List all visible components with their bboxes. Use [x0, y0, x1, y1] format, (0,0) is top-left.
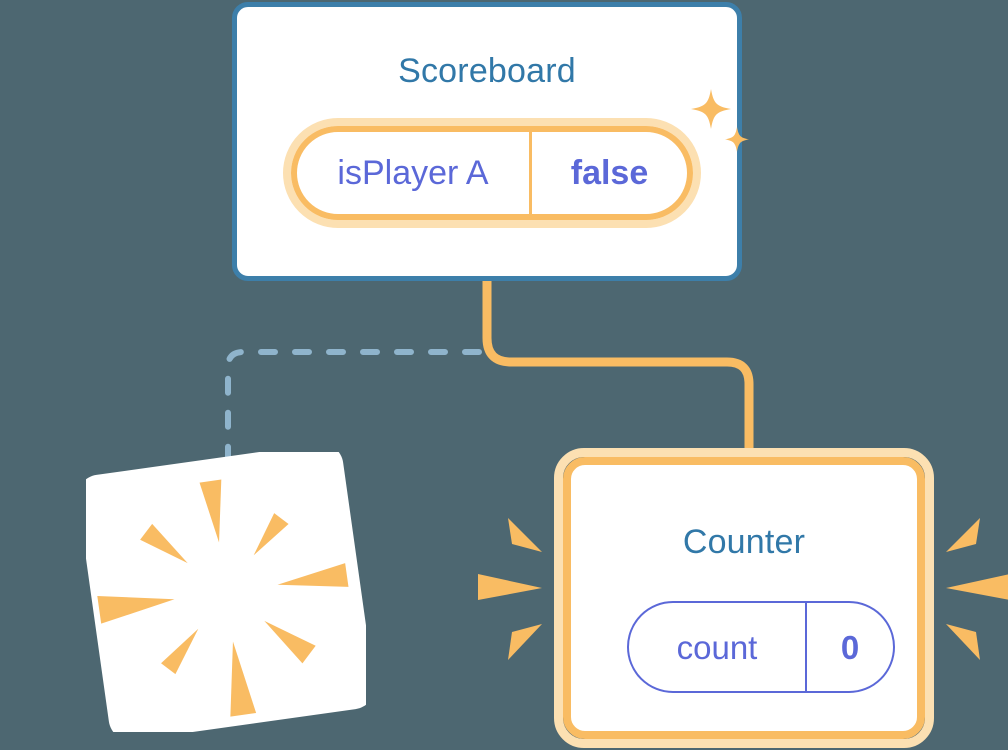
- ray-left-middle: [478, 574, 542, 600]
- counter-card[interactable]: Counter count 0: [554, 448, 934, 748]
- scoreboard-card[interactable]: Scoreboard isPlayer A false: [232, 2, 749, 281]
- counter-title: Counter: [682, 523, 806, 561]
- scoreboard-state-pill[interactable]: isPlayer A false: [283, 118, 701, 228]
- ray-left-upper: [508, 518, 542, 552]
- counter-card-body: Counter count 0: [563, 457, 925, 739]
- counter-pill-key: count: [676, 628, 758, 666]
- connector-scoreboard-to-counter: [482, 280, 754, 462]
- scoreboard-title: Scoreboard: [398, 52, 576, 90]
- counter-pill-value: 0: [840, 628, 860, 666]
- ray-right-lower: [946, 624, 980, 660]
- counter-state-pill[interactable]: count 0: [627, 601, 895, 693]
- counter-rays-right: [946, 518, 1008, 660]
- scoreboard-pill-value: false: [570, 154, 649, 192]
- ray-left-lower: [508, 624, 542, 660]
- ray-right-upper: [946, 518, 980, 552]
- counter-rays-left: [478, 518, 542, 660]
- ray-right-middle: [946, 574, 1008, 600]
- burst-card-surface: [86, 452, 366, 732]
- scoreboard-pill-divider: [529, 132, 532, 214]
- sparkle-large-icon: [691, 89, 731, 129]
- sparkle-group: [691, 89, 749, 152]
- scoreboard-pill-key: isPlayer A: [337, 154, 489, 192]
- sparkle-small-icon: [725, 127, 749, 152]
- scoreboard-pill-highlight-ring: [283, 118, 701, 228]
- scoreboard-pill-body: isPlayer A false: [291, 126, 693, 220]
- burst-card[interactable]: [86, 452, 366, 732]
- counter-pill-divider: [805, 603, 807, 691]
- burst-rays: [97, 479, 349, 717]
